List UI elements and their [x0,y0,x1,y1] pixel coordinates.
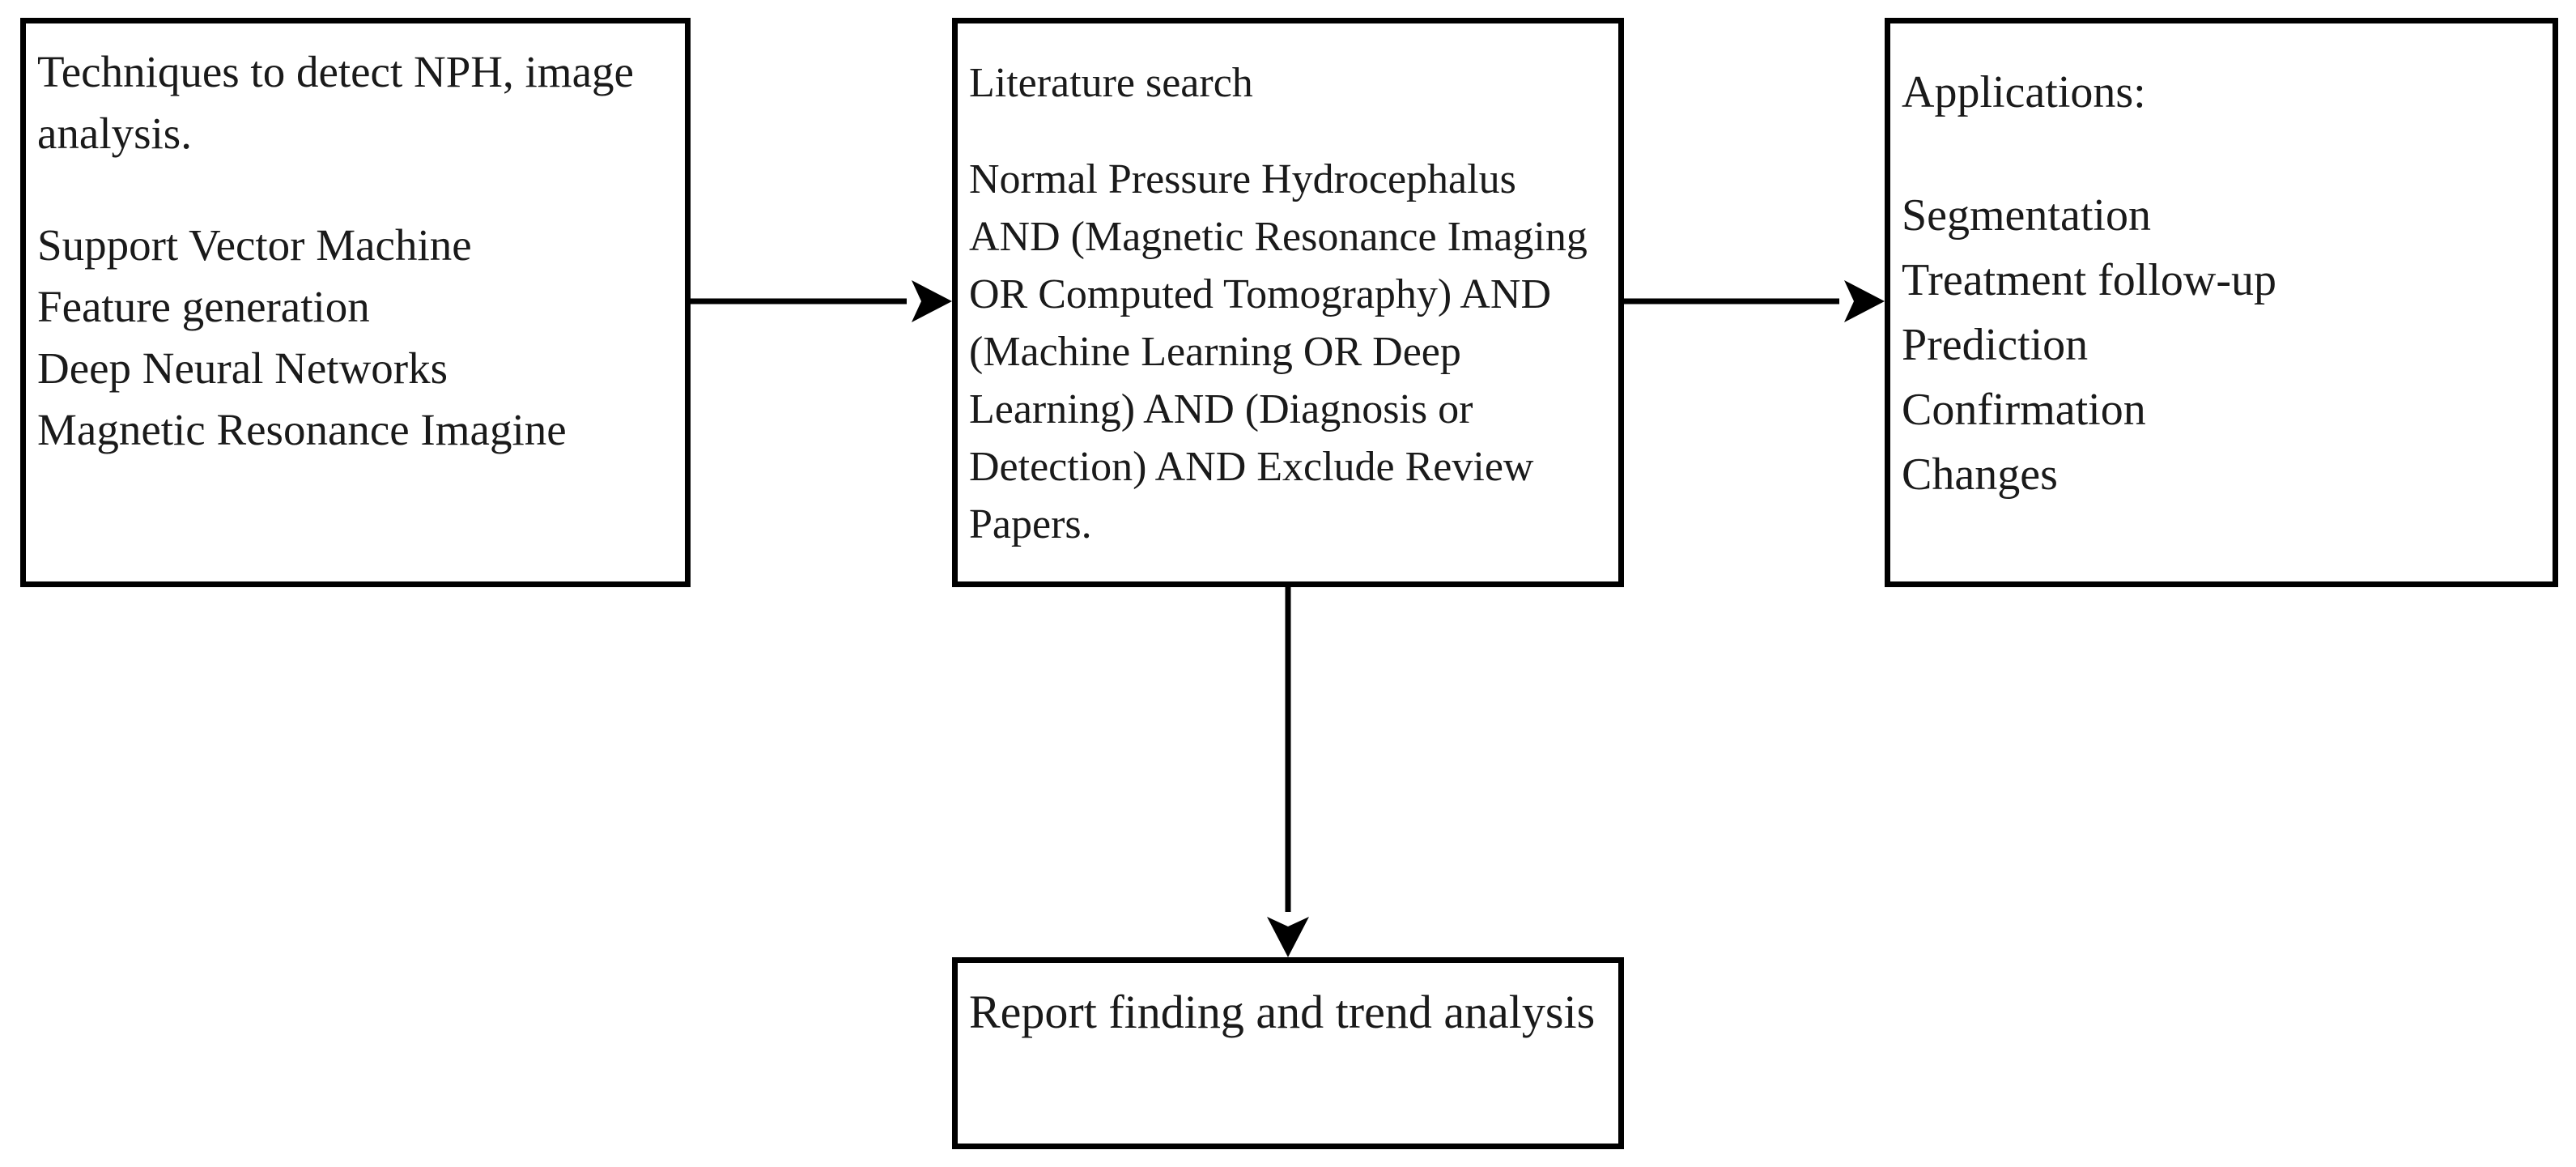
applications-item: Confirmation [1902,385,2146,435]
node-literature-search: Literature search Normal Pressure Hydroc… [952,18,1624,587]
literature-heading: Literature search [969,60,1253,106]
techniques-item: Magnetic Resonance Imagine [37,405,567,454]
edge-techniques-to-literature [691,280,952,322]
edge-literature-to-applications [1624,280,1885,322]
applications-item: Changes [1902,449,2058,500]
applications-item: Segmentation [1902,190,2151,241]
techniques-heading: Techniques to detect NPH, image analysis… [37,47,634,158]
applications-heading: Applications: [1902,67,2146,117]
edge-literature-to-report [1267,587,1309,957]
applications-item: Prediction [1902,320,2089,370]
node-report: Report finding and trend analysis [952,957,1624,1149]
literature-query: Normal Pressure Hydrocephalus AND (Magne… [969,156,1588,547]
techniques-item: Deep Neural Networks [37,343,448,393]
report-text: Report finding and trend analysis [969,986,1596,1038]
node-techniques: Techniques to detect NPH, image analysis… [20,18,691,587]
techniques-item: Support Vector Machine [37,220,472,270]
techniques-item: Feature generation [37,282,370,331]
applications-item: Treatment follow-up [1902,255,2276,305]
node-applications: Applications: Segmentation Treatment fol… [1885,18,2558,587]
